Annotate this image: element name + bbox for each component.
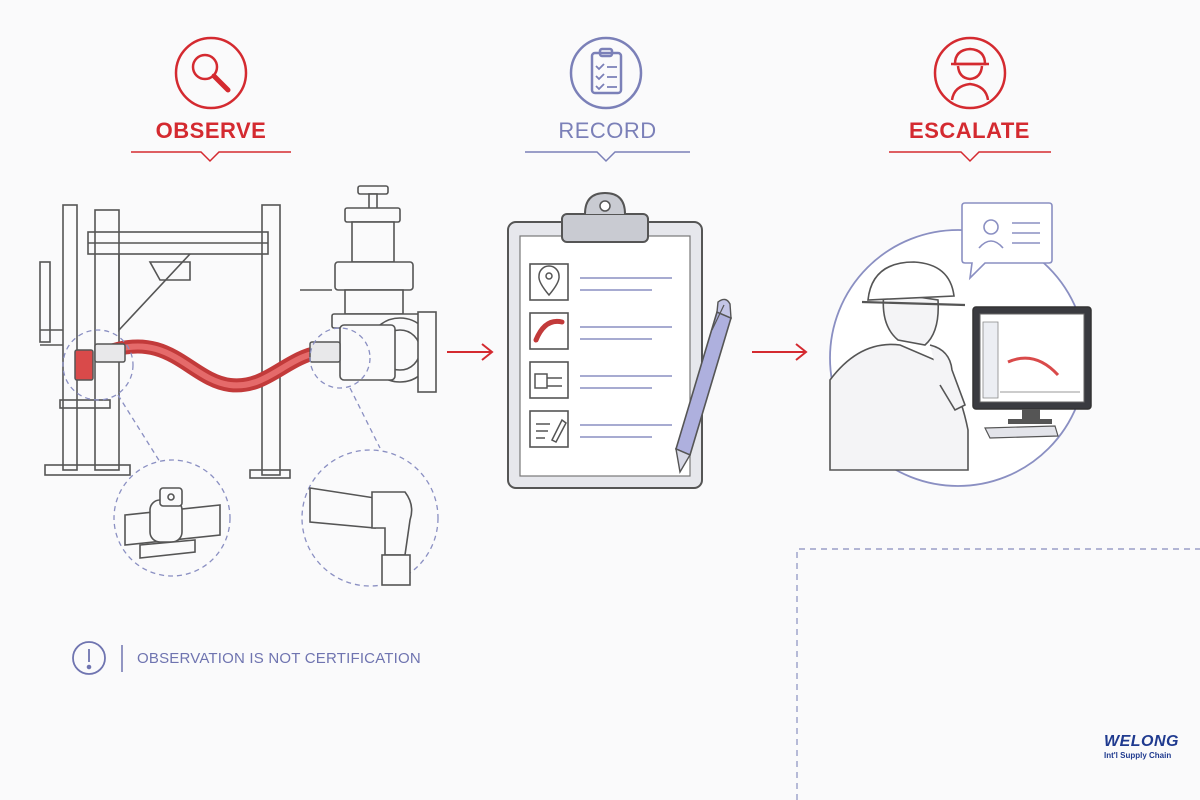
hose-thumbnail-icon <box>533 318 565 343</box>
worker-figure <box>829 261 969 471</box>
clamp-detail <box>124 487 221 559</box>
steel-structure <box>39 204 291 479</box>
clipboard-checklist-icon <box>569 36 643 110</box>
step-title-record: RECORD <box>558 118 657 143</box>
record-underline <box>525 151 690 163</box>
placeholder-region-border <box>796 548 1200 800</box>
step-title-escalate: ESCALATE <box>909 118 1030 143</box>
observe-underline <box>131 151 291 163</box>
fitting-thumbnail-icon <box>534 373 562 389</box>
arrow-record-to-escalate <box>752 343 808 361</box>
magnifier-icon <box>174 36 248 110</box>
hose-fittings <box>74 341 341 381</box>
edit-note-icon <box>536 418 567 443</box>
clipboard <box>507 191 703 489</box>
exclamation-icon <box>72 641 106 675</box>
brand-logo: WELONG Int'l Supply Chain <box>1104 733 1200 761</box>
brand-name: WELONG <box>1104 733 1179 750</box>
disclaimer-note: OBSERVATION IS NOT CERTIFICATION <box>137 650 421 667</box>
worker-helmet-icon <box>933 36 1007 110</box>
computer-monitor <box>972 306 1092 439</box>
valve-assembly <box>300 185 437 393</box>
arrow-observe-to-record <box>447 343 494 361</box>
clipboard-rows <box>529 263 672 448</box>
brand-subtitle: Int'l Supply Chain <box>1104 751 1172 760</box>
chat-bubble <box>961 202 1053 281</box>
elbow-fitting-detail <box>309 487 413 586</box>
escalate-underline <box>889 151 1051 163</box>
location-pin-icon <box>538 265 560 297</box>
step-title-observe: OBSERVE <box>155 118 267 143</box>
pen <box>675 298 732 474</box>
detail-callout-lines <box>62 327 439 587</box>
